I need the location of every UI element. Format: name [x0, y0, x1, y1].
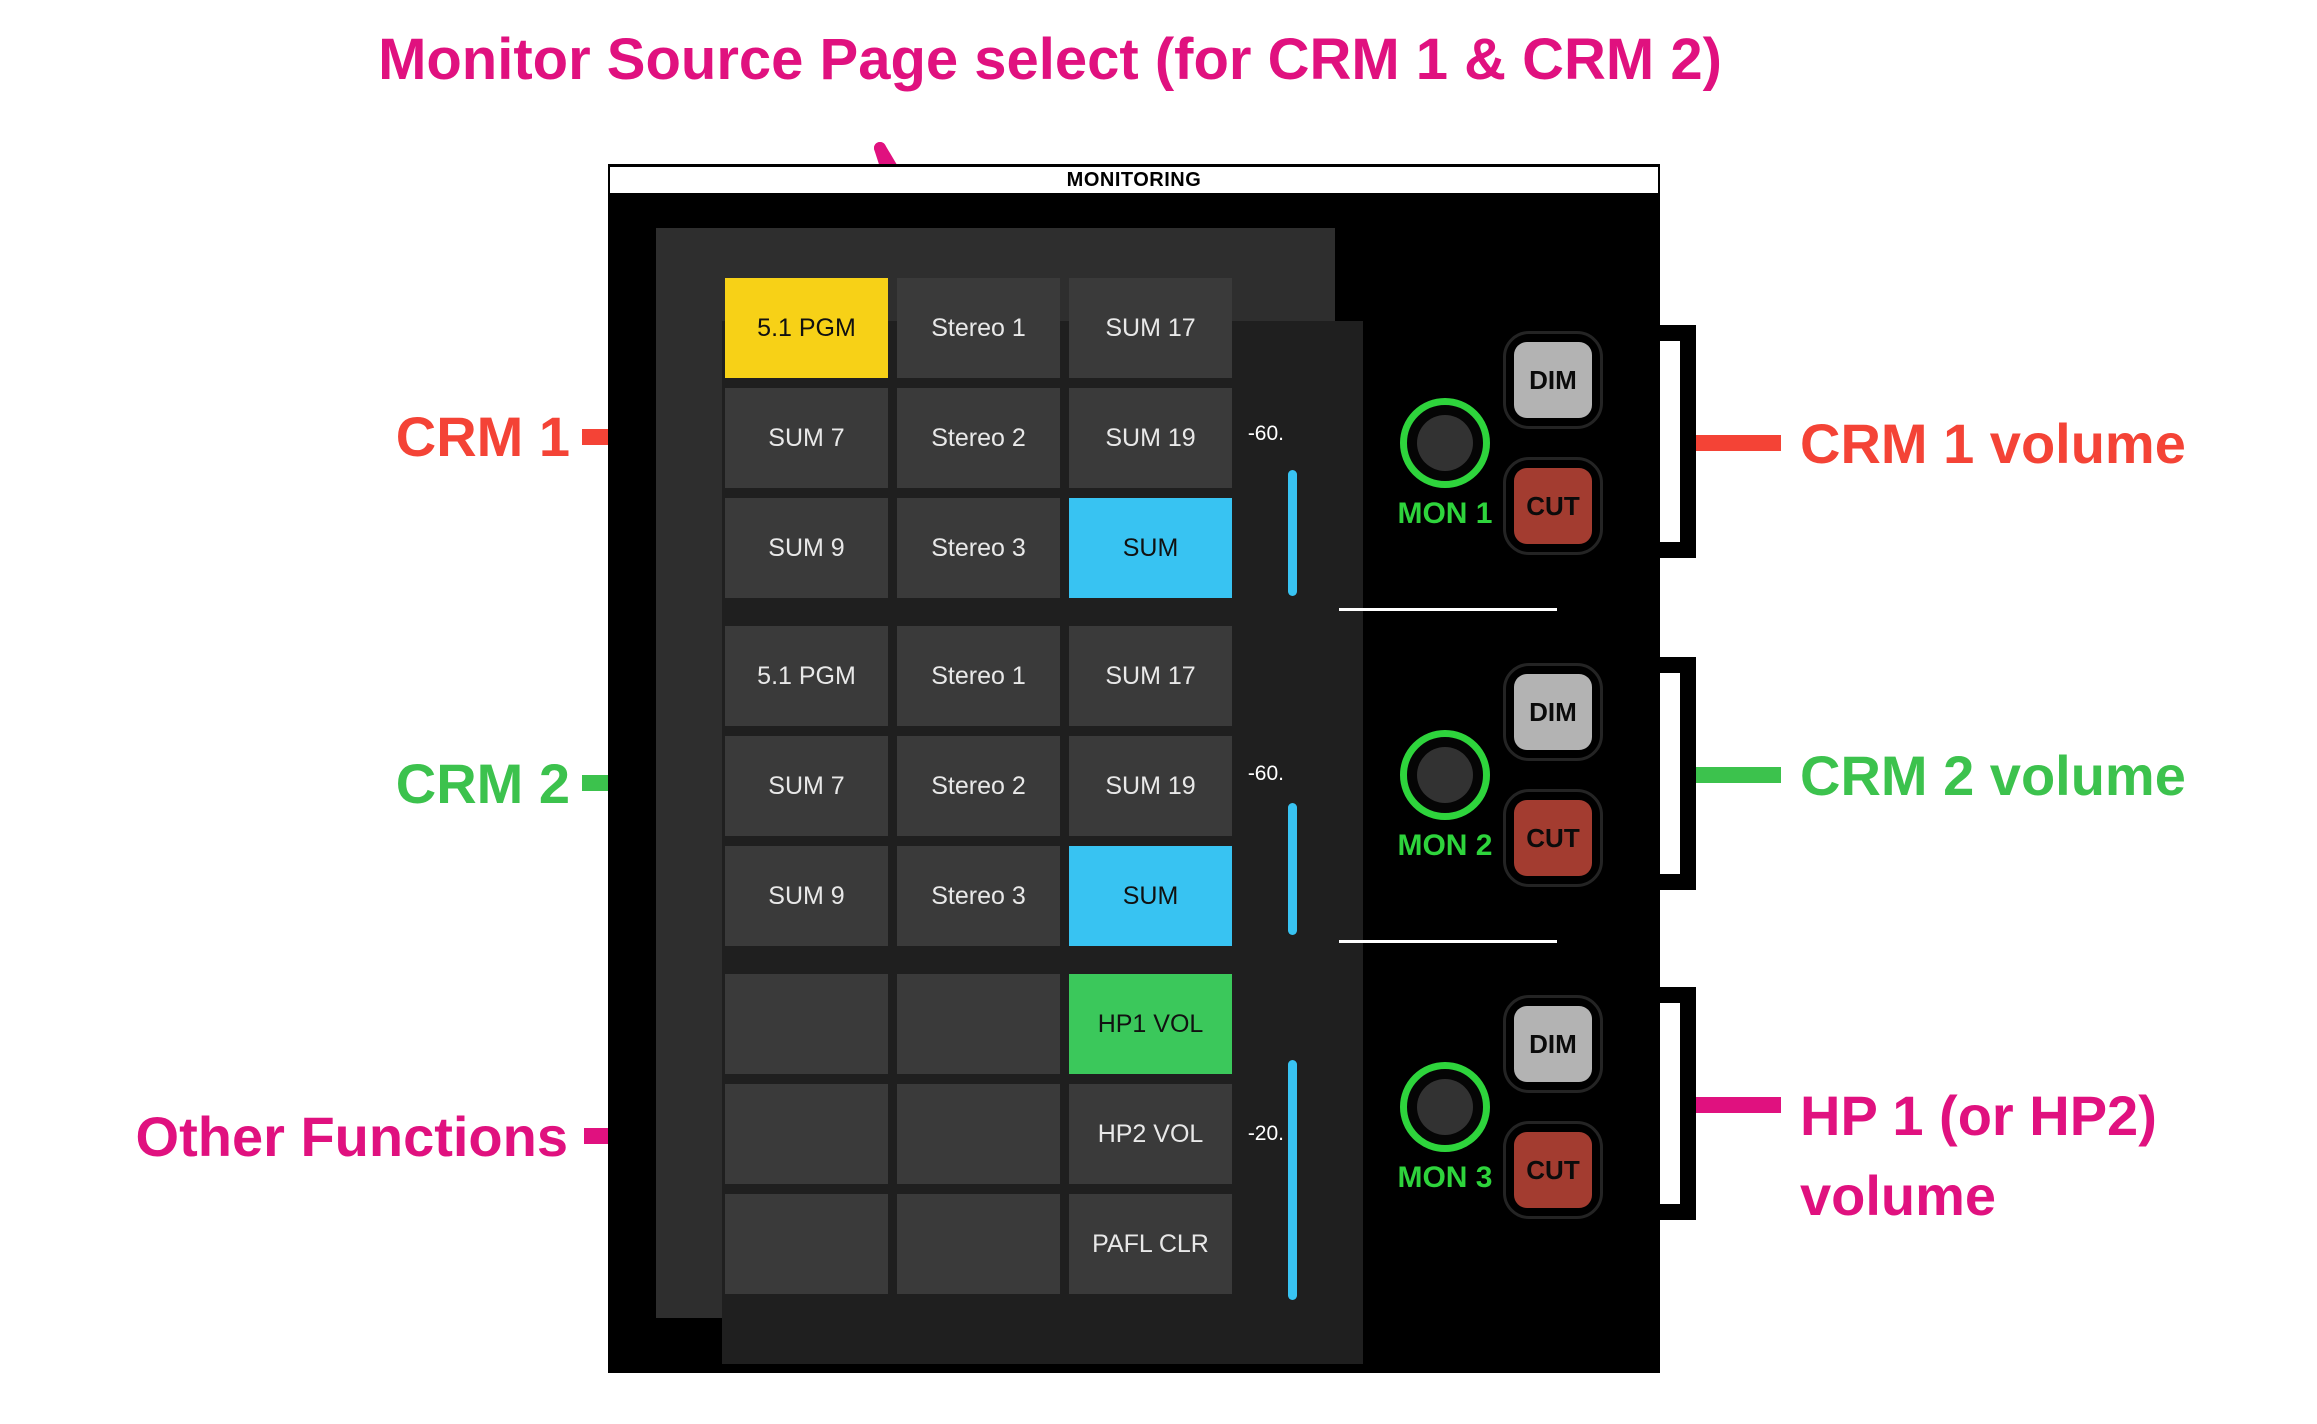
mon1-cluster: MON 1 DIM CUT [1378, 331, 1618, 571]
hp-meter-label: -20. [1247, 1122, 1284, 1145]
crm1-source-grid: 5.1 PGM Stereo 1 SUM 17 SUM 7 Stereo 2 S… [725, 278, 1232, 598]
other-blank-4[interactable] [897, 1084, 1060, 1184]
crm2-source-stereo-3[interactable]: Stereo 3 [897, 846, 1060, 946]
crm1-volume-label: CRM 1 volume [1800, 412, 2186, 475]
other-blank-3[interactable] [725, 1084, 888, 1184]
crm2-source-sum-page[interactable]: SUM [1069, 846, 1232, 946]
mon1-volume-knob[interactable] [1400, 398, 1490, 488]
crm1-source-sum-19[interactable]: SUM 19 [1069, 388, 1232, 488]
source-select-page [722, 321, 1363, 1364]
crm1-source-stereo-2[interactable]: Stereo 2 [897, 388, 1060, 488]
other-pafl-clr-button[interactable]: PAFL CLR [1069, 1194, 1232, 1294]
other-blank-6[interactable] [897, 1194, 1060, 1294]
mon1-dim-frame: DIM [1503, 331, 1603, 429]
crm2-level-meter [1288, 803, 1297, 935]
mon2-volume-knob[interactable] [1400, 730, 1490, 820]
mon2-mon3-divider [1339, 940, 1557, 943]
panel-header-title: MONITORING [1066, 168, 1202, 191]
monitoring-panel: MONITORING 5.1 PGM Stereo 1 SUM 17 SUM 7… [608, 164, 1660, 1373]
crm2-volume-connector [1696, 767, 1781, 783]
mon2-knob-cap [1417, 747, 1473, 803]
other-blank-5[interactable] [725, 1194, 888, 1294]
mon2-cut-frame: CUT [1503, 789, 1603, 887]
mon1-mon2-divider [1339, 608, 1557, 611]
mon2-dim-button[interactable]: DIM [1514, 674, 1592, 750]
other-functions-grid: HP1 VOL HP2 VOL PAFL CLR [725, 974, 1232, 1294]
mon3-dim-button[interactable]: DIM [1514, 1006, 1592, 1082]
mon3-label: MON 3 [1397, 1161, 1493, 1194]
mon3-dim-frame: DIM [1503, 995, 1603, 1093]
crm2-source-stereo-1[interactable]: Stereo 1 [897, 626, 1060, 726]
mon1-knob-cap [1417, 415, 1473, 471]
mon2-cluster: MON 2 DIM CUT [1378, 663, 1618, 903]
hp-volume-label-line2: volume [1800, 1164, 1997, 1227]
other-hp1-vol-button[interactable]: HP1 VOL [1069, 974, 1232, 1074]
mon1-cut-frame: CUT [1503, 457, 1603, 555]
crm1-level-meter [1288, 470, 1297, 596]
hp-volume-connector [1696, 1097, 1781, 1113]
other-hp2-vol-button[interactable]: HP2 VOL [1069, 1084, 1232, 1184]
crm2-source-stereo-2[interactable]: Stereo 2 [897, 736, 1060, 836]
crm2-source-sum-19[interactable]: SUM 19 [1069, 736, 1232, 836]
crm1-source-stereo-1[interactable]: Stereo 1 [897, 278, 1060, 378]
crm2-source-5-1-pgm[interactable]: 5.1 PGM [725, 626, 888, 726]
crm2-source-sum-7[interactable]: SUM 7 [725, 736, 888, 836]
mon1-dim-button[interactable]: DIM [1514, 342, 1592, 418]
crm1-annotation-label: CRM 1 [395, 405, 570, 468]
page-title: Monitor Source Page select (for CRM 1 & … [378, 27, 1722, 92]
crm2-source-sum-17[interactable]: SUM 17 [1069, 626, 1232, 726]
mon3-volume-knob[interactable] [1400, 1062, 1490, 1152]
mon1-label: MON 1 [1397, 497, 1493, 530]
mon3-knob-cap [1417, 1079, 1473, 1135]
crm2-source-sum-9[interactable]: SUM 9 [725, 846, 888, 946]
panel-header-bar: MONITORING [610, 167, 1658, 193]
crm1-source-stereo-3[interactable]: Stereo 3 [897, 498, 1060, 598]
crm2-annotation-label: CRM 2 [395, 752, 570, 815]
crm1-meter-label: -60. [1247, 422, 1284, 445]
mon2-label: MON 2 [1397, 829, 1493, 862]
crm1-source-sum-7[interactable]: SUM 7 [725, 388, 888, 488]
crm2-source-grid: 5.1 PGM Stereo 1 SUM 17 SUM 7 Stereo 2 S… [725, 626, 1232, 946]
mon3-cut-button[interactable]: CUT [1514, 1132, 1592, 1208]
hp-volume-label: HP 1 (or HP2) volume [1800, 1076, 2300, 1236]
crm1-volume-connector [1696, 435, 1781, 451]
crm2-meter-label: -60. [1247, 762, 1284, 785]
other-blank-2[interactable] [897, 974, 1060, 1074]
other-blank-1[interactable] [725, 974, 888, 1074]
crm1-source-sum-page[interactable]: SUM [1069, 498, 1232, 598]
mon1-cut-button[interactable]: CUT [1514, 468, 1592, 544]
crm1-source-5-1-pgm[interactable]: 5.1 PGM [725, 278, 888, 378]
hp-level-meter [1288, 1060, 1297, 1300]
hp-volume-label-line1: HP 1 (or HP2) [1800, 1084, 2157, 1147]
mon2-dim-frame: DIM [1503, 663, 1603, 761]
other-functions-annotation-label: Other Functions [135, 1105, 568, 1168]
crm1-source-sum-9[interactable]: SUM 9 [725, 498, 888, 598]
crm2-volume-label: CRM 2 volume [1800, 744, 2186, 807]
mon3-cut-frame: CUT [1503, 1121, 1603, 1219]
mon3-cluster: MON 3 DIM CUT [1378, 995, 1618, 1235]
mon2-cut-button[interactable]: CUT [1514, 800, 1592, 876]
crm1-source-sum-17[interactable]: SUM 17 [1069, 278, 1232, 378]
